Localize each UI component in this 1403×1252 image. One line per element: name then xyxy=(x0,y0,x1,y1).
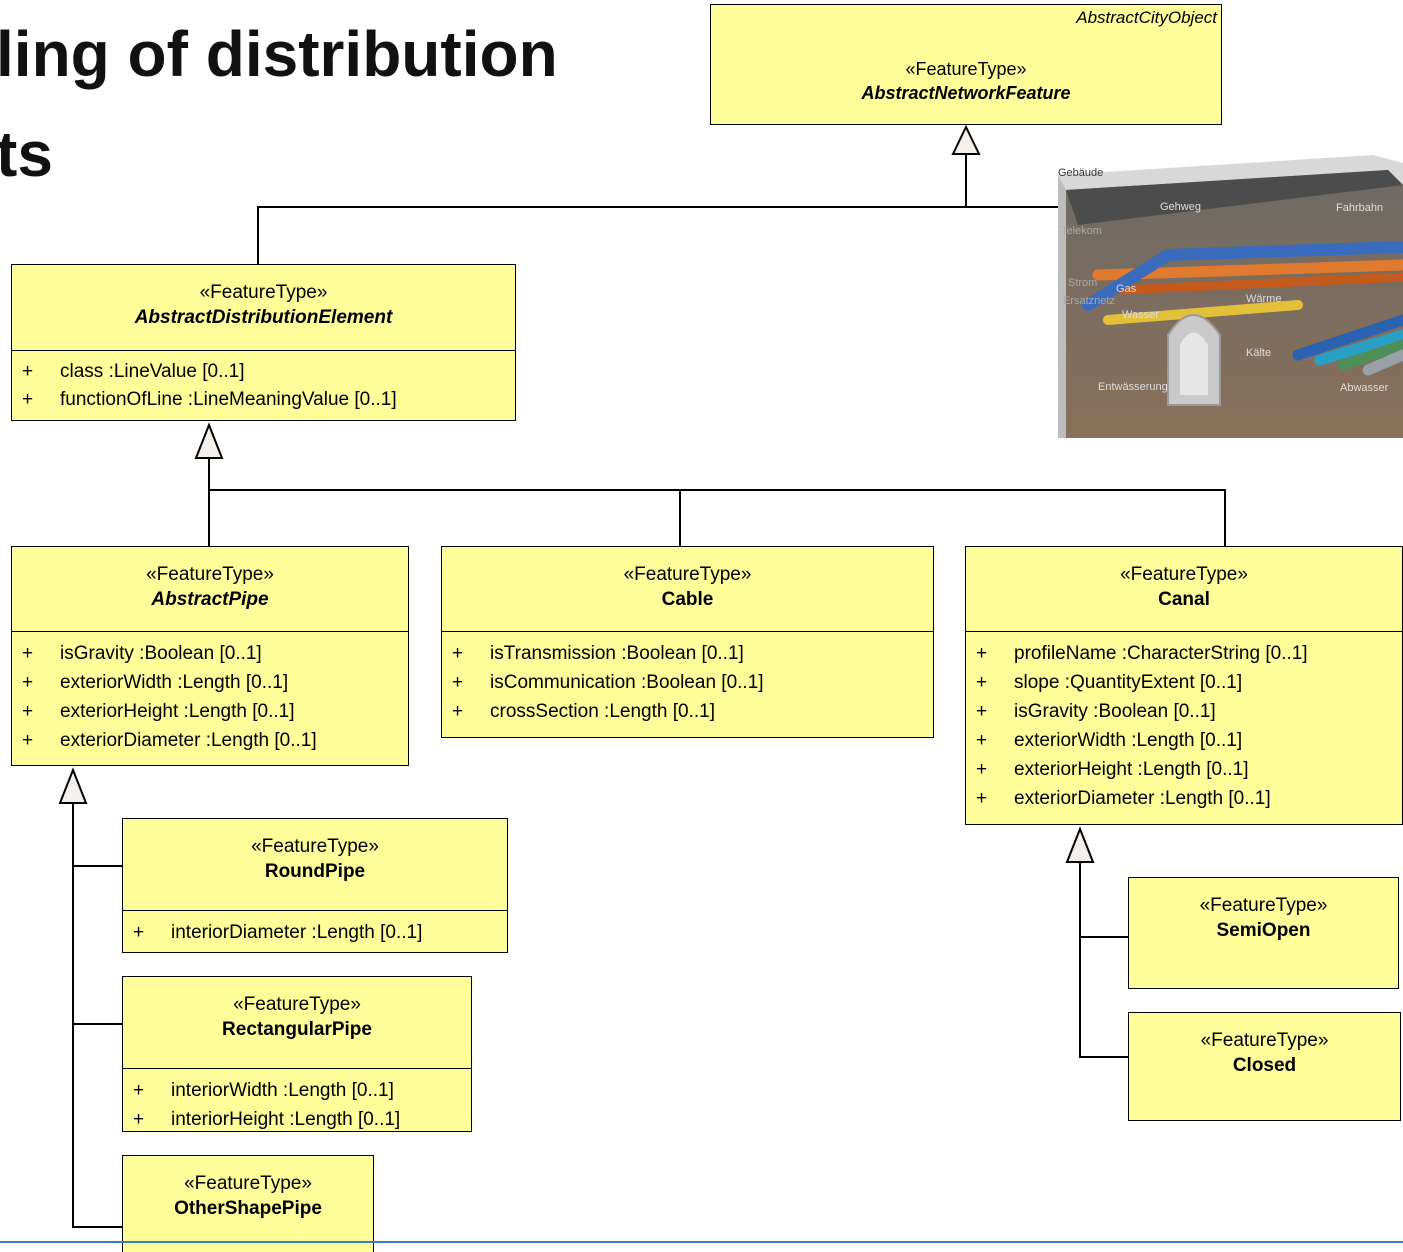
class-abstract-pipe[interactable]: «FeatureType» AbstractPipe +isGravity :B… xyxy=(11,546,409,766)
photo-label-fahrbahn: Fahrbahn xyxy=(1336,202,1384,214)
attribute-row: +exteriorWidth :Length [0..1] xyxy=(976,730,1243,751)
arrowhead-network-feature xyxy=(951,124,981,155)
attribute-row: +exteriorWidth :Length [0..1] xyxy=(22,672,289,693)
class-header: «FeatureType» AbstractPipe xyxy=(12,547,408,631)
class-header: «FeatureType» SemiOpen xyxy=(1129,878,1398,943)
arrowhead-canal xyxy=(1065,826,1095,863)
attribute-row: +isGravity :Boolean [0..1] xyxy=(22,643,262,664)
class-name: AbstractNetworkFeature xyxy=(861,83,1071,103)
connector-pipe-children xyxy=(72,803,122,1228)
class-abstract-network-feature[interactable]: AbstractCityObject «FeatureType» Abstrac… xyxy=(710,4,1222,125)
class-closed[interactable]: «FeatureType» Closed xyxy=(1128,1012,1401,1121)
arrowhead-abstract-pipe xyxy=(58,767,88,804)
attribute-row: +slope :QuantityExtent [0..1] xyxy=(976,672,1243,693)
class-name: RoundPipe xyxy=(264,861,366,882)
photo-label-ersatznetz: Ersatznetz xyxy=(1063,295,1115,307)
class-header: «FeatureType» Closed xyxy=(1129,1013,1400,1078)
class-name: Cable xyxy=(661,589,714,610)
photo-label-strom: Strom xyxy=(1068,277,1098,289)
stereotype-label: «FeatureType» xyxy=(146,564,274,585)
attribute-row: +crossSection :Length [0..1] xyxy=(452,701,715,722)
connector-canal-children xyxy=(1079,862,1128,1058)
title-line-1: ling of distribution xyxy=(0,18,558,90)
attribute-row: +profileName :CharacterString [0..1] xyxy=(976,643,1308,664)
photo-label-wasser: Wasser xyxy=(1122,309,1159,321)
stereotype-label: «FeatureType» xyxy=(199,282,328,303)
stereotype-label: «FeatureType» xyxy=(233,994,361,1015)
photo-label-entwaesserung: Entwässerung xyxy=(1098,381,1168,393)
class-name: AbstractDistributionElement xyxy=(134,307,393,328)
parent-class-tag: AbstractCityObject xyxy=(1076,8,1217,27)
stereotype-label: «FeatureType» xyxy=(184,1173,312,1194)
class-header: «FeatureType» AbstractDistributionElemen… xyxy=(12,265,515,350)
attribute-row: +isCommunication :Boolean [0..1] xyxy=(452,672,764,693)
class-semi-open[interactable]: «FeatureType» SemiOpen xyxy=(1128,877,1399,989)
class-cable[interactable]: «FeatureType» Cable +isTransmission :Boo… xyxy=(441,546,934,738)
class-header: «FeatureType» Canal xyxy=(966,547,1402,631)
attribute-row: +functionOfLine :LineMeaningValue [0..1] xyxy=(22,389,397,410)
class-round-pipe[interactable]: «FeatureType» RoundPipe +interiorDiamete… xyxy=(122,818,508,953)
photo-label-telekom: Telekom xyxy=(1061,225,1102,237)
attribute-list: +interiorDiameter :Length [0..1] xyxy=(123,910,507,949)
photo-label-waerme: Wärme xyxy=(1246,293,1282,305)
attribute-row: +interiorHeight :Length [0..1] xyxy=(133,1109,401,1130)
attribute-row: +interiorDiameter :Length [0..1] xyxy=(133,922,423,943)
class-name: Closed xyxy=(1232,1055,1297,1076)
class-name: AbstractPipe xyxy=(151,589,269,610)
class-header: «FeatureType» RectangularPipe xyxy=(123,977,471,1068)
photo-label-gehweg: Gehweg xyxy=(1160,201,1201,213)
class-header: «FeatureType» AbstractNetworkFeature xyxy=(711,5,1221,105)
utility-cross-section-drawing xyxy=(1058,155,1403,438)
class-header: «FeatureType» RoundPipe xyxy=(123,819,507,910)
attribute-row: +exteriorHeight :Length [0..1] xyxy=(976,759,1249,780)
photo-label-abwasser: Abwasser xyxy=(1340,382,1389,394)
attribute-row: +exteriorDiameter :Length [0..1] xyxy=(976,788,1271,809)
stereotype-label: «FeatureType» xyxy=(1120,564,1248,585)
utility-cross-section-image: Gebäude Gehweg Fahrbahn Telekom Strom Er… xyxy=(1058,155,1403,438)
slide-bottom-rule xyxy=(0,1241,1403,1243)
class-header: «FeatureType» OtherShapePipe xyxy=(123,1156,373,1221)
class-name: Canal xyxy=(1158,589,1210,610)
attribute-list: +isGravity :Boolean [0..1] +exteriorWidt… xyxy=(12,631,408,757)
class-name: OtherShapePipe xyxy=(174,1198,322,1219)
connector-distribution-to-network xyxy=(257,206,1060,264)
class-abstract-distribution-element[interactable]: «FeatureType» AbstractDistributionElemen… xyxy=(11,264,516,421)
attribute-list: +class :LineValue [0..1] +functionOfLine… xyxy=(12,350,515,416)
attribute-row: +isTransmission :Boolean [0..1] xyxy=(452,643,744,664)
stereotype-label: «FeatureType» xyxy=(1199,895,1328,916)
attribute-list: +isTransmission :Boolean [0..1] +isCommu… xyxy=(442,631,933,728)
attribute-row: +interiorWidth :Length [0..1] xyxy=(133,1080,394,1101)
class-header: «FeatureType» Cable xyxy=(442,547,933,631)
class-name: RectangularPipe xyxy=(222,1019,372,1040)
attribute-list: +interiorWidth :Length [0..1] +interiorH… xyxy=(123,1068,471,1136)
arrowhead-distribution-element xyxy=(194,422,224,459)
attribute-row: +exteriorHeight :Length [0..1] xyxy=(22,701,295,722)
attribute-row: +isGravity :Boolean [0..1] xyxy=(976,701,1216,722)
class-other-shape-pipe[interactable]: «FeatureType» OtherShapePipe xyxy=(122,1155,374,1252)
class-canal[interactable]: «FeatureType» Canal +profileName :Charac… xyxy=(965,546,1403,825)
photo-label-gebaeude: Gebäude xyxy=(1058,167,1104,179)
stereotype-label: «FeatureType» xyxy=(905,59,1027,79)
connector-distribution-children xyxy=(208,458,1226,546)
attribute-list: +profileName :CharacterString [0..1] +sl… xyxy=(966,631,1402,815)
attribute-row: +exteriorDiameter :Length [0..1] xyxy=(22,730,317,751)
title-line-2: ts xyxy=(0,118,53,190)
photo-label-kaelte: Kälte xyxy=(1246,347,1272,359)
photo-label-gas: Gas xyxy=(1116,283,1137,295)
stereotype-label: «FeatureType» xyxy=(1200,1030,1329,1051)
stereotype-label: «FeatureType» xyxy=(623,564,752,585)
attribute-row: +class :LineValue [0..1] xyxy=(22,361,245,382)
class-rectangular-pipe[interactable]: «FeatureType» RectangularPipe +interiorW… xyxy=(122,976,472,1132)
stereotype-label: «FeatureType» xyxy=(251,836,379,857)
class-name: SemiOpen xyxy=(1216,920,1311,941)
